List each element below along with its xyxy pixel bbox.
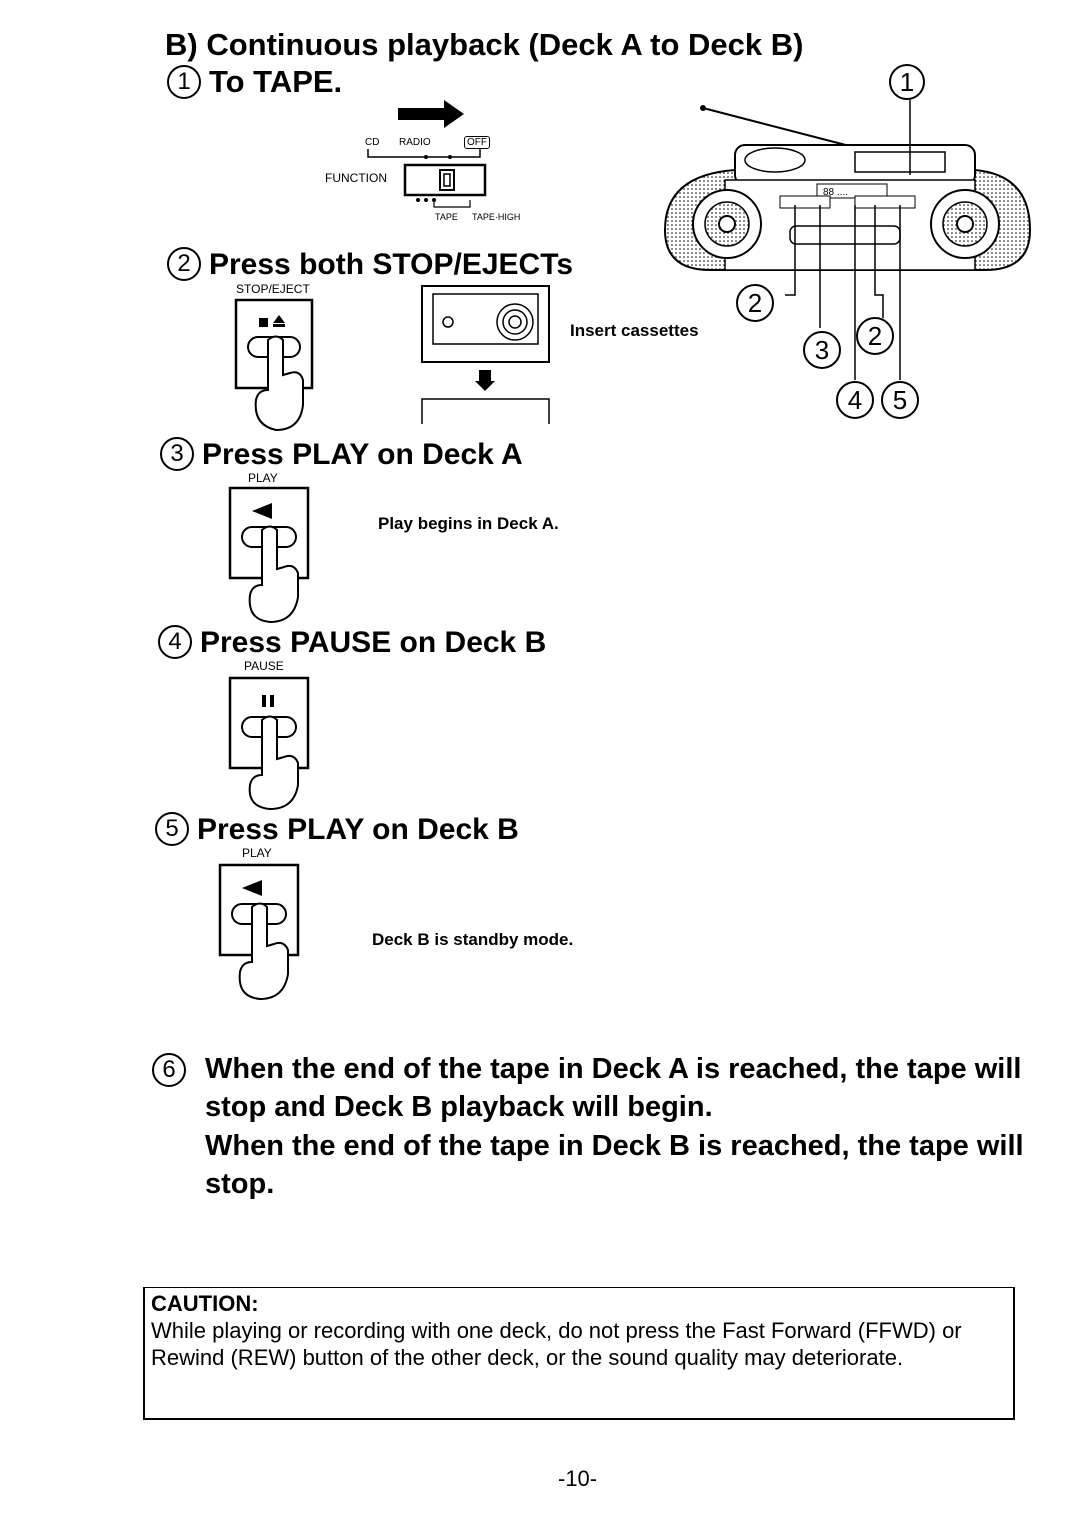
cassette-icon (421, 285, 550, 424)
section-title: B) Continuous playback (Deck A to Deck B… (165, 27, 804, 62)
tape-high-label: TAPE·HIGH (472, 212, 521, 222)
play-label-a: PLAY (248, 471, 278, 485)
step-number: 2 (167, 247, 201, 281)
step-6-text: When the end of the tape in Deck A is re… (205, 1053, 1022, 1123)
caution-box: CAUTION: While playing or recording with… (143, 1287, 1015, 1420)
play-button-b-icon (218, 863, 300, 1001)
insert-cassettes-note: Insert cassettes (570, 321, 699, 340)
step-number: 1 (167, 65, 201, 99)
step-4-text: Press PAUSE on Deck B (200, 626, 547, 659)
step-1-text: To TAPE. (209, 64, 343, 99)
step-6-text-2: When the end of the tape in Deck B is re… (205, 1130, 1024, 1200)
right-arrow-icon (398, 100, 464, 128)
function-switch: CD RADIO OFF FUNCTION TAPE TAPE·HIGH (320, 135, 550, 230)
off-label: OFF (464, 136, 490, 149)
cd-label: CD (365, 137, 380, 148)
callout-2-right: 2 (856, 317, 894, 355)
caution-title: CAUTION: (151, 1291, 259, 1316)
callout-5: 5 (881, 381, 919, 419)
tape-label: TAPE (435, 212, 458, 222)
step-number: 3 (160, 437, 194, 471)
pause-label: PAUSE (244, 659, 284, 673)
stop-eject-button-icon (234, 298, 314, 432)
boombox-illustration: 88 .... (663, 100, 1032, 380)
step-number: 5 (155, 812, 189, 846)
step-2-text: Press both STOP/EJECTs (209, 248, 573, 281)
callout-3: 3 (803, 331, 841, 369)
play-label-b: PLAY (242, 846, 272, 860)
stop-eject-label: STOP/EJECT (236, 282, 310, 296)
callout-2-left: 2 (736, 284, 774, 322)
step-5-text: Press PLAY on Deck B (197, 813, 519, 846)
step-6-number-wrap: 6 (152, 1053, 192, 1087)
function-label: FUNCTION (325, 171, 387, 185)
pause-button-icon (228, 676, 310, 811)
radio-label: RADIO (399, 137, 431, 148)
page-number: -10- (558, 1466, 598, 1491)
caution-body: While playing or recording with one deck… (151, 1318, 962, 1370)
step-number: 4 (158, 625, 192, 659)
play-button-a-icon (228, 486, 310, 624)
step-3-text: Press PLAY on Deck A (202, 438, 523, 471)
svg-text:88 ....: 88 .... (823, 187, 848, 198)
callout-4: 4 (836, 381, 874, 419)
play-begins-note: Play begins in Deck A. (378, 514, 559, 533)
callout-1: 1 (889, 64, 925, 100)
standby-note: Deck B is standby mode. (372, 930, 574, 949)
step-number: 6 (152, 1053, 186, 1087)
